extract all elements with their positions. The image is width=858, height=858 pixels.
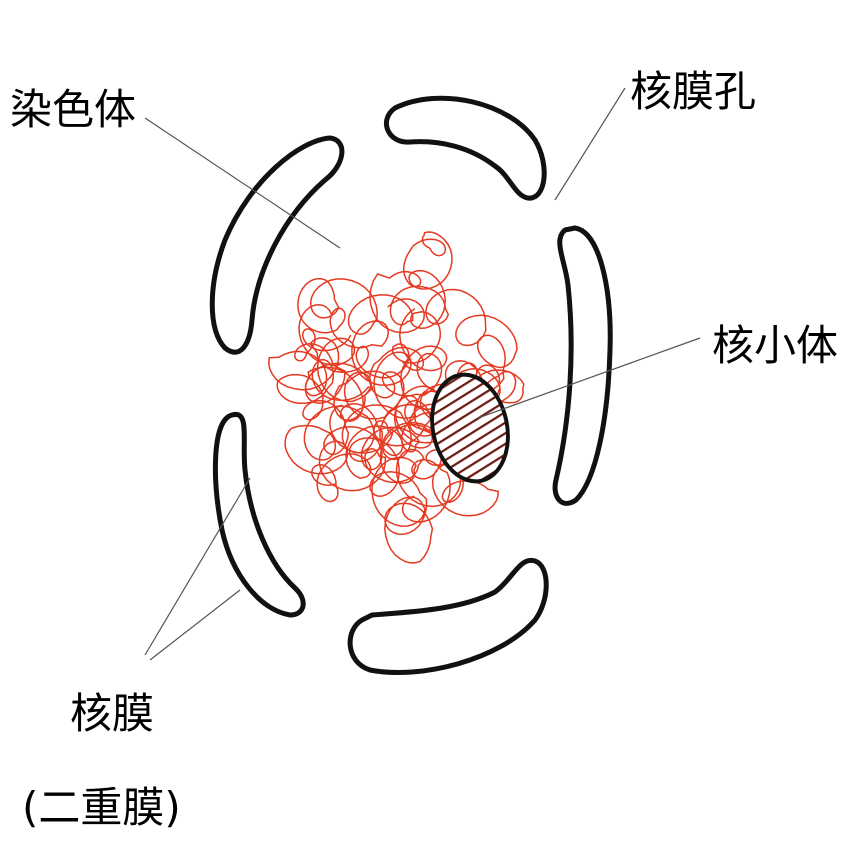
- leader-line-envelope-upper: [144, 477, 251, 656]
- chromatin-strand: [284, 400, 499, 523]
- membrane-segment-top: [383, 95, 547, 201]
- membrane-segment-top-left: [209, 135, 345, 355]
- chromatin-strand: [297, 277, 518, 444]
- label-double-membrane: (二重膜): [22, 783, 181, 832]
- label-nucleolus: 核小体: [712, 321, 838, 370]
- leader-line-envelope-lower: [149, 589, 241, 661]
- nucleolus: [430, 372, 510, 484]
- leader-line-nuclear-pore: [554, 87, 626, 201]
- chromatin-cluster: [268, 231, 525, 564]
- membrane-segment-bottom-left: [212, 412, 306, 618]
- membrane-segment-right: [552, 225, 613, 506]
- chromatin-strand: [268, 231, 453, 422]
- leader-lines: [144, 87, 701, 661]
- membrane-segment-bottom: [347, 557, 549, 675]
- label-chromosome: 染色体: [10, 85, 136, 134]
- nuclear-envelope: [209, 95, 613, 675]
- label-nuclear-envelope: 核膜: [70, 689, 154, 738]
- leader-line-nucleolus: [477, 337, 701, 419]
- label-nuclear-pore: 核膜孔: [630, 67, 756, 116]
- chromatin-strand: [294, 308, 448, 564]
- leader-line-chromosome: [144, 117, 341, 249]
